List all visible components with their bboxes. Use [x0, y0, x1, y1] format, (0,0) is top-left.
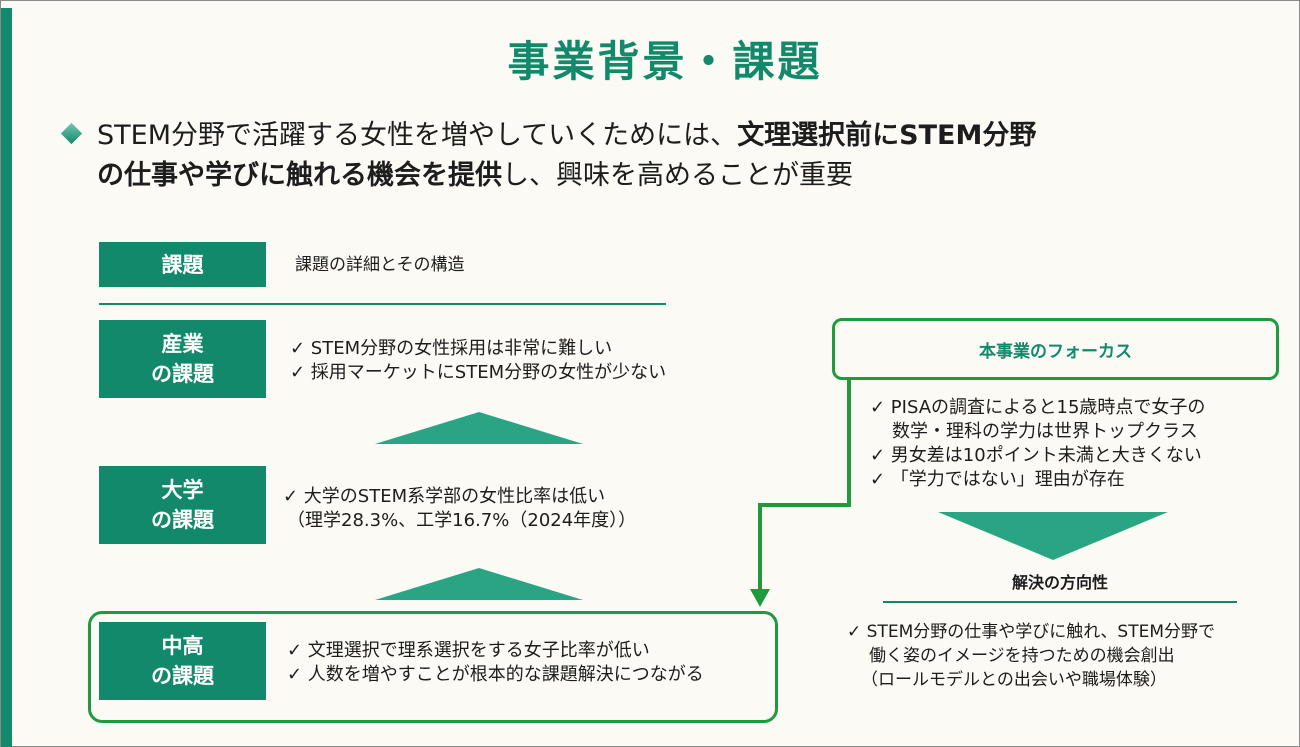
slide-title: 事業背景・課題 — [507, 37, 823, 86]
highlight-box — [88, 611, 778, 723]
lead-text: し、興味を高めることが重要 — [502, 160, 853, 191]
school-issue-label: 中高の課題 — [99, 622, 266, 700]
connector-line — [758, 503, 851, 507]
industry-issue-label: 産業の課題 — [99, 320, 266, 398]
list-item: ✓ 大学のSTEM系学部の女性比率は低い — [283, 486, 606, 507]
label-line: の課題 — [151, 664, 214, 688]
list-item: ✓ PISAの調査によると15歳時点で女子の — [870, 397, 1206, 418]
list-item: ✓ 人数を増やすことが根本的な課題解決につながる — [287, 664, 704, 685]
lead-line-2: の仕事や学びに触れる機会を提供し、興味を高めることが重要 — [97, 156, 853, 196]
connector-line — [758, 503, 762, 591]
issues-header-desc: 課題の詳細とその構造 — [295, 255, 465, 275]
list-item: （ロールモデルとの出会いや職場体験） — [861, 670, 1167, 690]
list-item: （理学28.3%、工学16.7%（2024年度）） — [287, 510, 637, 531]
list-item: ✓ STEM分野の仕事や学びに触れ、STEM分野で — [847, 622, 1215, 642]
label-line: 中高 — [161, 634, 204, 658]
list-item: ✓ 「学力ではない」理由が存在 — [870, 469, 1125, 490]
label-line: の課題 — [151, 508, 214, 532]
list-item: 働く姿のイメージを持つための機会創出 — [869, 646, 1175, 666]
label-line: 大学 — [161, 478, 204, 502]
lead-emphasis: の仕事や学びに触れる機会を提供 — [97, 160, 502, 191]
list-item: ✓ STEM分野の女性採用は非常に難しい — [290, 338, 613, 359]
connector-line — [847, 376, 851, 507]
list-item: ✓ 男女差は10ポイント未満と大きくない — [870, 445, 1202, 466]
lead-emphasis: 文理選択前にSTEM分野 — [737, 120, 1037, 151]
university-issue-label: 大学の課題 — [99, 466, 266, 544]
university-issue-items: ✓ 大学のSTEM系学部の女性比率は低い （理学28.3%、工学16.7%（20… — [283, 485, 636, 533]
lead-text: STEM分野で活躍する女性を増やしていくためには、 — [97, 120, 738, 151]
list-item: ✓ 採用マーケットにSTEM分野の女性が少ない — [290, 362, 667, 383]
list-item: ✓ 文理選択で理系選択をする女子比率が低い — [287, 640, 650, 661]
school-issue-items: ✓ 文理選択で理系選択をする女子比率が低い ✓ 人数を増やすことが根本的な課題解… — [287, 639, 704, 687]
arrow-down-icon — [750, 589, 770, 607]
industry-issue-items: ✓ STEM分野の女性採用は非常に難しい ✓ 採用マーケットにSTEM分野の女性… — [290, 337, 666, 385]
lead-line-1: STEM分野で活躍する女性を増やしていくためには、文理選択前にSTEM分野 — [97, 116, 1036, 156]
label-line: 産業 — [161, 332, 204, 356]
triangle-up-icon — [375, 412, 583, 444]
solution-items: ✓ STEM分野の仕事や学びに触れ、STEM分野で 働く姿のイメージを持つための… — [847, 620, 1215, 692]
focus-items: ✓ PISAの調査によると15歳時点で女子の 数学・理科の学力は世界トップクラス… — [870, 396, 1205, 492]
triangle-up-icon — [375, 568, 583, 600]
divider — [99, 303, 666, 305]
divider — [883, 601, 1237, 603]
list-item: 数学・理科の学力は世界トップクラス — [892, 421, 1198, 442]
focus-box: 本事業のフォーカス — [832, 318, 1279, 380]
solution-title: 解決の方向性 — [1011, 573, 1108, 592]
label-line: の課題 — [151, 362, 214, 386]
issues-header-label: 課題 — [99, 242, 266, 287]
triangle-down-icon — [938, 512, 1168, 560]
left-accent-bar — [1, 8, 12, 747]
